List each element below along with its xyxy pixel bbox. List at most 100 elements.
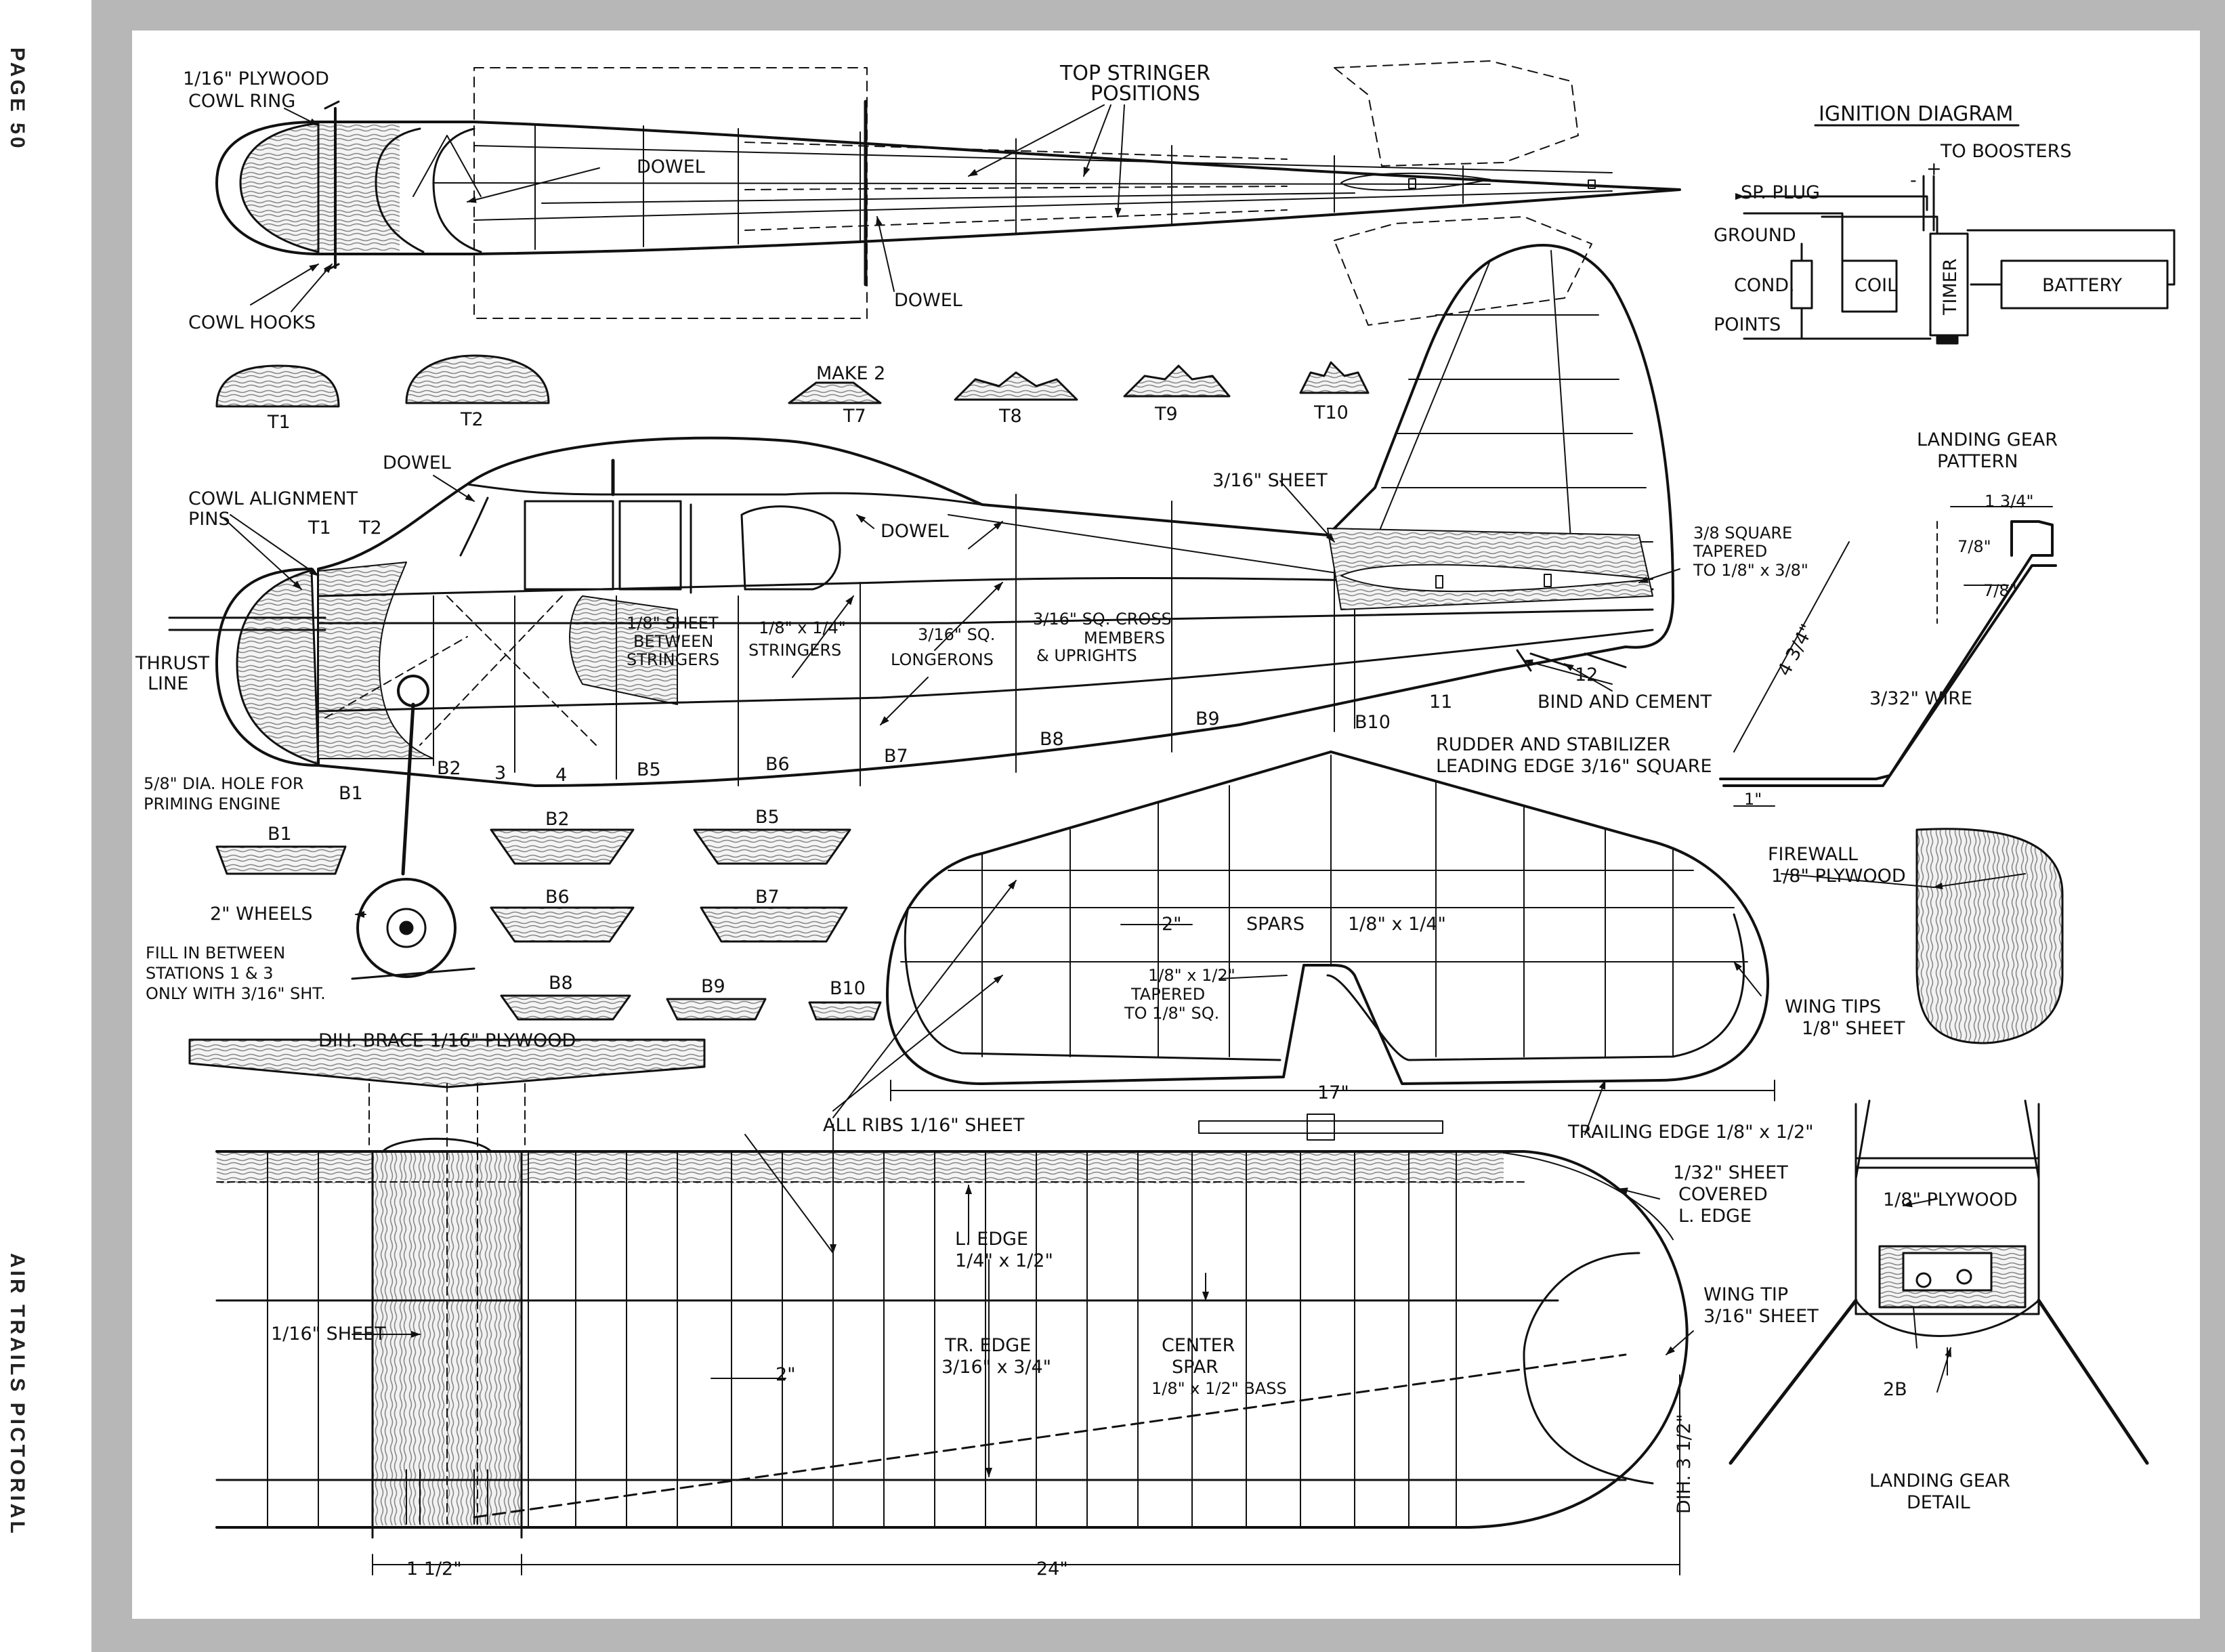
top-stringer-label-1: TOP STRINGER xyxy=(1059,62,1210,85)
dihedral-dim: DIH. 3 1/2" xyxy=(1674,1414,1695,1514)
dowel-label-top-1: DOWEL xyxy=(637,156,705,177)
station-b1: B1 xyxy=(339,783,363,804)
station-b8: B8 xyxy=(1040,729,1064,750)
former-t2-label: T2 xyxy=(460,409,484,430)
stab-tapered-1: 1/8" x 1/2" xyxy=(1148,966,1235,985)
to-boosters-label: TO BOOSTERS xyxy=(1940,141,2071,162)
stab-tapered-3: TO 1/8" SQ. xyxy=(1124,1004,1219,1023)
wing-tip-label-1: WING TIP xyxy=(1703,1284,1788,1305)
thrust-line-label-2: LINE xyxy=(148,673,188,694)
station-t2-label: T2 xyxy=(358,517,382,538)
covered-label-2: COVERED xyxy=(1678,1184,1768,1205)
cowl-pins-label-1: COWL ALIGNMENT xyxy=(188,488,358,509)
dimension-lines xyxy=(372,805,1775,1575)
cross-members-label-2: MEMBERS xyxy=(1084,629,1165,648)
ignition-title: IGNITION DIAGRAM xyxy=(1819,102,2013,126)
spar-size-label: 1/8" x 1/4" xyxy=(1348,914,1446,935)
firewall-label-1: FIREWALL xyxy=(1768,844,1858,865)
wing-tips-label-2: 1/8" SHEET xyxy=(1802,1018,1905,1039)
lg-detail-title-2: DETAIL xyxy=(1907,1492,1970,1513)
stab-tapered-2: TAPERED xyxy=(1130,985,1205,1004)
station-t1-label: T1 xyxy=(308,517,331,538)
cowl-hooks-label: COWL HOOKS xyxy=(188,312,316,333)
ground-label: GROUND xyxy=(1714,225,1796,246)
all-ribs-label: ALL RIBS 1/16" SHEET xyxy=(823,1115,1025,1136)
lg-detail-2b: 2B xyxy=(1883,1379,1907,1400)
wheels-label: 2" WHEELS xyxy=(210,904,312,925)
station-11: 11 xyxy=(1429,692,1452,713)
plus-sign: + xyxy=(1926,158,1942,179)
magazine-name: AIR TRAILS PICTORIAL xyxy=(6,1253,28,1536)
wing-tips-label-1: WING TIPS xyxy=(1785,996,1881,1017)
priming-hole-label-2: PRIMING ENGINE xyxy=(144,795,280,813)
minus-sign: - xyxy=(1910,170,1917,191)
longerons-label-2: LONGERONS xyxy=(891,650,994,669)
station-b6: B6 xyxy=(765,754,790,775)
former-b7-label: B7 xyxy=(755,887,780,908)
dowel-label-side-2: DOWEL xyxy=(881,521,949,542)
spars-label: SPARS xyxy=(1246,914,1305,935)
points-label: POINTS xyxy=(1714,314,1781,335)
cross-members-label-3: & UPRIGHTS xyxy=(1036,646,1137,665)
center-spar-label-1: CENTER xyxy=(1162,1335,1235,1356)
station-b10: B10 xyxy=(1355,712,1391,733)
stringers-label-2: STRINGERS xyxy=(748,641,841,660)
dowel-label-top-2: DOWEL xyxy=(894,290,962,311)
page-number: PAGE 50 xyxy=(6,47,28,151)
lg-height-dim: 4 3/4" xyxy=(1774,621,1819,680)
fill-note-2: STATIONS 1 & 3 xyxy=(146,964,274,983)
stab-span-dim: 17" xyxy=(1317,1082,1349,1103)
leader-lines xyxy=(223,104,2026,1477)
bind-cement-label: BIND AND CEMENT xyxy=(1538,692,1712,713)
longerons-label-1: 3/16" SQ. xyxy=(918,625,995,644)
sheet-between-label-3: STRINGERS xyxy=(627,650,719,669)
station-3: 3 xyxy=(494,763,506,784)
center-spar-label-3: 1/8" x 1/2" BASS xyxy=(1151,1379,1287,1398)
firewall xyxy=(1915,828,2064,1044)
lg-dim-78-a: 7/8" xyxy=(1957,537,1991,556)
covered-label-1: 1/32" SHEET xyxy=(1673,1162,1788,1183)
station-b2: B2 xyxy=(437,758,461,779)
tr-edge-label-1: TR. EDGE xyxy=(944,1335,1031,1356)
make-2-label: MAKE 2 xyxy=(816,363,885,384)
lg-wire-label: 3/32" WIRE xyxy=(1869,688,1972,709)
former-t7-label: T7 xyxy=(843,406,866,427)
wing-plan xyxy=(215,1083,1689,1539)
coil-label: COIL xyxy=(1855,275,1897,296)
station-4: 4 xyxy=(555,765,567,786)
sheet-between-label-1: 1/8" SHEET xyxy=(627,614,719,633)
cowl-ring-label-1: 1/16" PLYWOOD xyxy=(183,68,329,89)
square-tapered-label-3: TO 1/8" x 3/8" xyxy=(1693,561,1808,580)
wing-span-dim: 24" xyxy=(1036,1559,1068,1580)
former-t8-label: T8 xyxy=(998,406,1022,427)
cross-members-label-1: 3/16" SQ. CROSS xyxy=(1033,610,1172,629)
lg-dim-78-b: 7/8" xyxy=(1983,581,2017,600)
stab-dim-2: 2" xyxy=(1162,914,1182,935)
tr-edge-label-2: 3/16" x 3/4" xyxy=(941,1357,1051,1378)
fill-note-1: FILL IN BETWEEN xyxy=(146,944,285,962)
priming-hole-label-1: 5/8" DIA. HOLE FOR xyxy=(144,774,304,793)
dihedral-brace xyxy=(188,1038,706,1088)
sheet-between-label-2: BETWEEN xyxy=(633,632,713,651)
station-12: 12 xyxy=(1575,664,1598,685)
firewall-label-2: 1/8" PLYWOOD xyxy=(1771,866,1906,887)
stab-title-2: LEADING EDGE 3/16" SQUARE xyxy=(1436,756,1712,777)
cowl-ring-label-2: COWL RING xyxy=(188,91,295,112)
station-b5: B5 xyxy=(637,759,661,780)
former-b9-label: B9 xyxy=(701,976,725,997)
former-b8-label: B8 xyxy=(549,973,573,994)
lg-base-dim: 1" xyxy=(1744,790,1762,809)
cowl-pins-label-2: PINS xyxy=(188,509,230,530)
former-b10-label: B10 xyxy=(830,978,866,999)
timer-label: TIMER xyxy=(1940,258,1961,316)
sp-plug-label: SP. PLUG xyxy=(1741,182,1820,203)
former-b6-label: B6 xyxy=(545,887,570,908)
square-tapered-label-1: 3/8 SQUARE xyxy=(1693,524,1792,543)
lg-top-dim: 1 3/4" xyxy=(1985,492,2034,511)
landing-gear-pattern xyxy=(1719,506,2057,787)
lg-detail-plywood: 1/8" PLYWOOD xyxy=(1883,1189,2018,1210)
formers xyxy=(215,354,1370,1021)
stringers-label-1: 1/8" x 1/4" xyxy=(759,618,846,637)
top-stringer-label-2: POSITIONS xyxy=(1090,82,1200,106)
